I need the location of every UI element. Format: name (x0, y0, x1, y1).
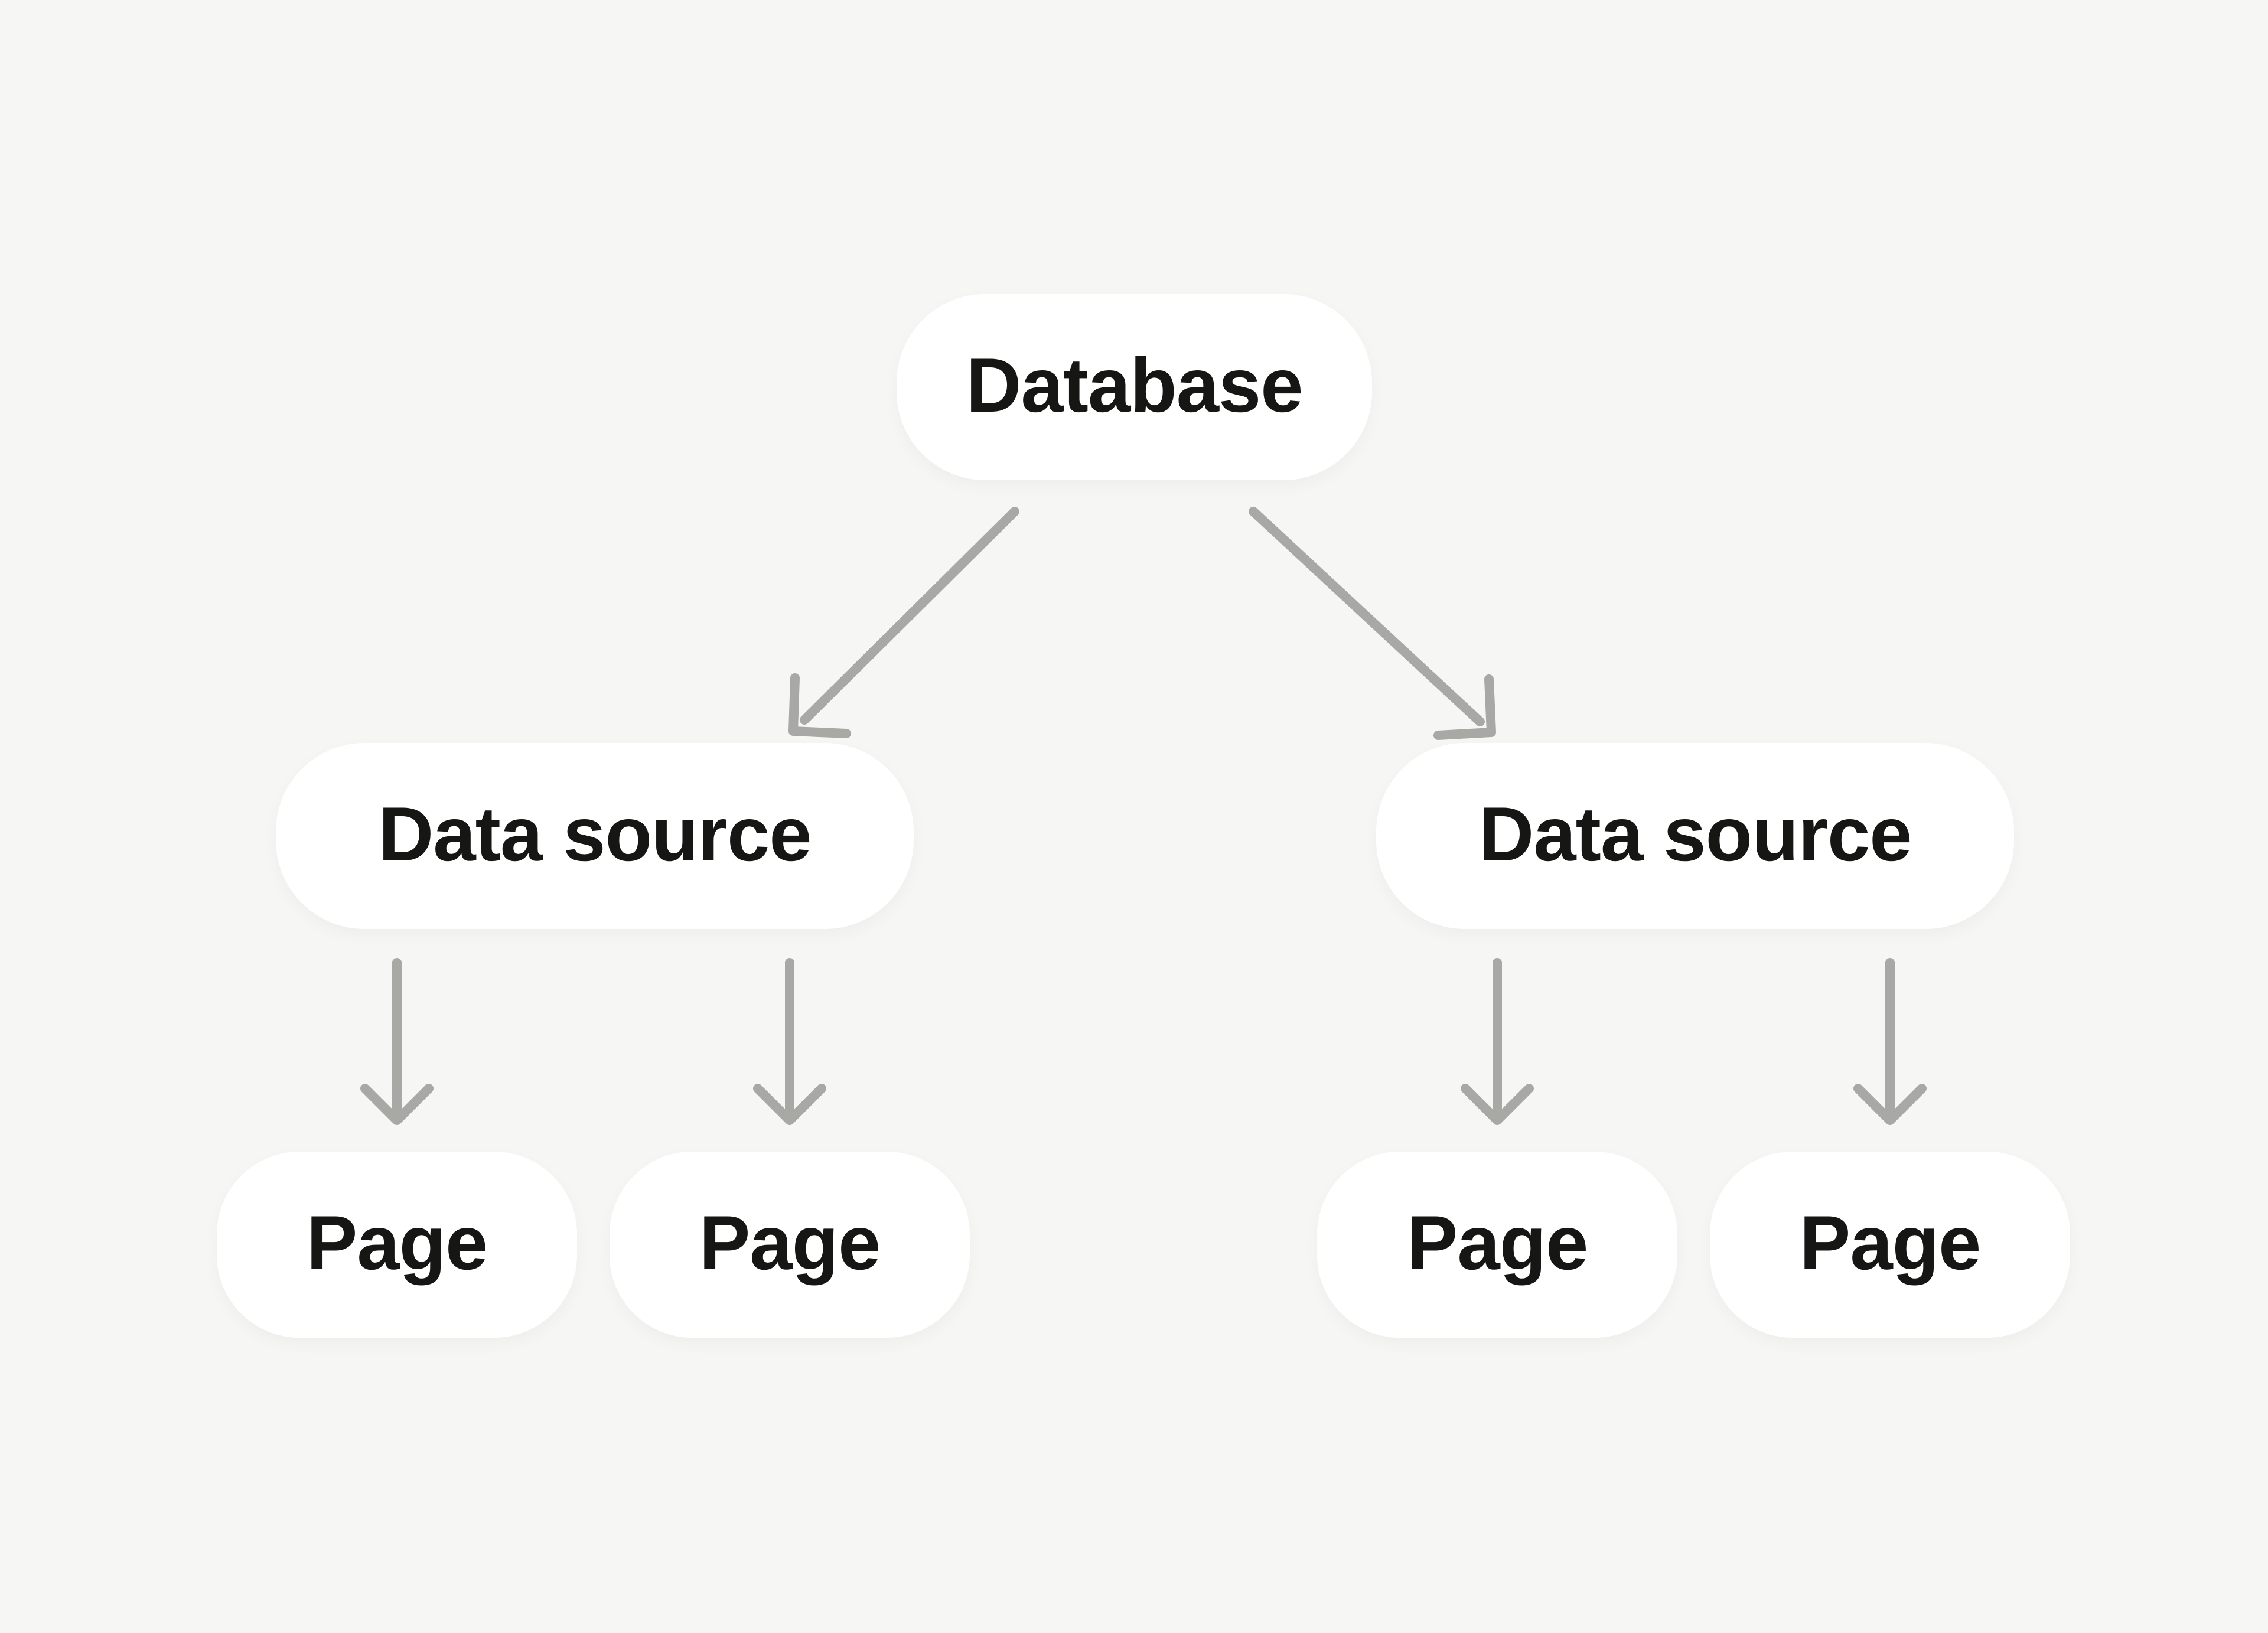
arrow-database-to-data-source-right (1249, 507, 1496, 740)
node-page-1: Page (217, 1152, 577, 1338)
arrow-data-source-right-to-page-4 (1853, 958, 1927, 1125)
node-page-4: Page (1710, 1152, 2070, 1338)
arrow-database-to-data-source-left (788, 507, 1019, 738)
arrow-data-source-right-to-page-3 (1461, 958, 1534, 1125)
node-page-3: Page (1317, 1152, 1677, 1338)
arrow-data-source-left-to-page-2 (753, 958, 826, 1125)
node-data-source-right-label: Data source (1478, 790, 1912, 877)
node-page-3-label: Page (1406, 1199, 1589, 1286)
node-data-source-left: Data source (276, 743, 914, 929)
node-data-source-left-label: Data source (378, 790, 812, 877)
node-database-label: Database (966, 341, 1303, 428)
arrow-data-source-left-to-page-1 (360, 958, 434, 1125)
node-data-source-right: Data source (1376, 743, 2014, 929)
node-page-1-label: Page (306, 1199, 488, 1286)
node-database: Database (897, 294, 1372, 480)
node-page-2-label: Page (699, 1199, 881, 1286)
node-page-4-label: Page (1799, 1199, 1982, 1286)
node-page-2: Page (610, 1152, 970, 1338)
